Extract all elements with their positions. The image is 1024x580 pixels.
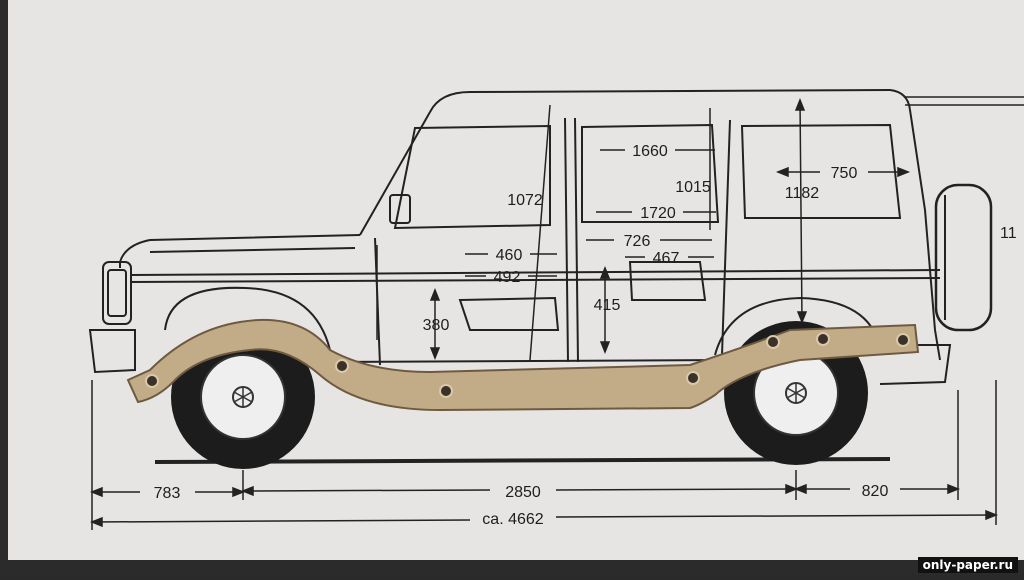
frame-hole (816, 332, 830, 346)
vehicle-body (88, 88, 993, 385)
second-headroom-label: 1015 (675, 179, 711, 196)
frame-hole (766, 335, 780, 349)
dimension-lines (89, 96, 1024, 530)
front-interior-length-label: 1660 (632, 143, 668, 160)
dimension-labels: 783 2850 820 ca. 4662 1072 1015 1182 166… (154, 143, 1017, 528)
frame-hole (439, 384, 453, 398)
front-seat-height-label: 380 (423, 317, 450, 334)
front-overhang-label: 783 (154, 485, 181, 502)
front-wheel (171, 325, 315, 469)
rear-overhang-label: 820 (862, 483, 889, 500)
overall-length-label: ca. 4662 (482, 511, 543, 528)
front-seat-2-label: 492 (494, 269, 521, 286)
rear-seat-label: 467 (653, 250, 680, 267)
watermark: only-paper.ru (917, 557, 1018, 573)
frame-hole (145, 374, 159, 388)
side-cut-label: 11 (1000, 225, 1017, 242)
cargo-length-label: 750 (831, 165, 858, 182)
front-headroom-label: 1072 (507, 192, 543, 209)
wheelbase-label: 2850 (505, 484, 541, 501)
frame-hole (686, 371, 700, 385)
rear-headroom-label: 1182 (785, 185, 820, 202)
frame-hole (896, 333, 910, 347)
rear-interior-length-label: 1720 (640, 205, 676, 222)
ground-line (154, 457, 891, 464)
rear-legroom-label: 726 (624, 233, 651, 250)
cardboard-frame-part (126, 318, 920, 412)
front-seat-1-label: 460 (496, 247, 523, 264)
rear-seat-height-label: 415 (594, 297, 621, 314)
frame-hole (335, 359, 349, 373)
